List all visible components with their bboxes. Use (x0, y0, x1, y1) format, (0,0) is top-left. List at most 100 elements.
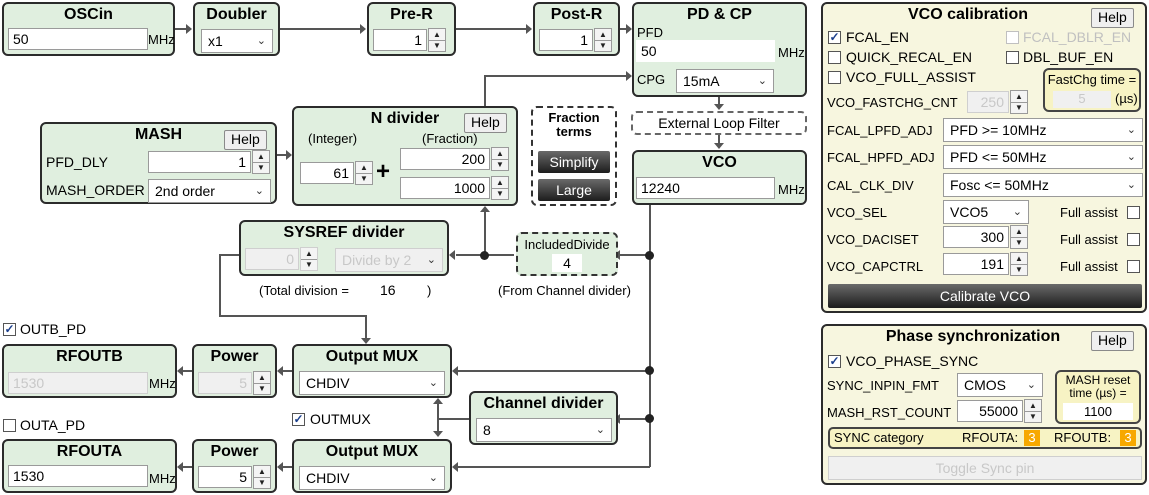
fraction-terms-title-2: terms (556, 124, 592, 139)
fcal-en-checkbox[interactable]: ✓ (828, 30, 841, 44)
outb-pd-label: OUTB_PD (20, 321, 87, 337)
sync-inpin-fmt-select[interactable]: CMOS ⌄ (957, 373, 1043, 397)
daciset-label: VCO_DACISET (827, 232, 919, 247)
pre-r-spinner[interactable]: ▲▼ (428, 28, 446, 52)
vco-title: VCO (702, 154, 737, 171)
sync-inpin-fmt-label: SYNC_INPIN_FMT (827, 378, 939, 393)
post-r-input[interactable]: 1 (539, 29, 593, 51)
daciset-full-assist-checkbox[interactable] (1127, 233, 1140, 246)
chevron-down-icon: ⌄ (428, 377, 438, 389)
fcal-dblr-en-checkbox[interactable] (1006, 31, 1019, 44)
vco-sel-select[interactable]: VCO5 ⌄ (943, 200, 1029, 224)
pfd-dly-spinner[interactable]: ▲▼ (252, 150, 270, 174)
total-division-suffix: ) (427, 283, 432, 298)
large-button[interactable]: Large (538, 179, 610, 201)
fastchg-title: FastChg time = (1047, 72, 1137, 87)
vco-cal-help-button[interactable]: Help (1091, 8, 1134, 28)
dbl-buf-en-label: DBL_BUF_EN (1023, 49, 1114, 65)
n-integer-spinner[interactable]: ▲▼ (355, 161, 373, 185)
sync-category-label: SYNC category (834, 430, 924, 445)
outmux-checkbox[interactable]: ✓ (292, 412, 305, 426)
mux-a-select[interactable]: CHDIV ⌄ (299, 466, 445, 490)
daciset-full-assist-label: Full assist (1060, 232, 1118, 247)
capctrl-full-assist-checkbox[interactable] (1127, 260, 1140, 273)
oscin-title: OSCin (64, 6, 113, 23)
vco-sel-full-assist-checkbox[interactable] (1127, 206, 1140, 219)
post-r-title: Post-R (550, 6, 603, 23)
n-numerator-input[interactable]: 200 (400, 148, 490, 170)
oscin-input[interactable]: 50 (8, 28, 148, 50)
capctrl-spinner[interactable]: ▲▼ (1010, 252, 1028, 276)
mash-help-button[interactable]: Help (224, 130, 267, 150)
power-b-input[interactable]: 5 (198, 372, 252, 394)
cal-clk-div-select[interactable]: Fosc <= 50MHz ⌄ (943, 173, 1143, 197)
sysref-select[interactable]: Divide by 2 ⌄ (335, 248, 443, 272)
mash-rst-count-input[interactable]: 55000 (957, 400, 1023, 422)
capctrl-input[interactable]: 191 (943, 253, 1009, 275)
included-divide-label: IncludedDivide (524, 237, 610, 252)
doubler-title: Doubler (206, 6, 267, 23)
rfouta-input[interactable]: 1530 (8, 465, 148, 487)
vco-block: VCO 12240 MHz (632, 150, 807, 205)
toggle-sync-pin-button[interactable]: Toggle Sync pin (828, 456, 1142, 480)
rfouta-unit: MHz (149, 471, 176, 486)
power-a-input[interactable]: 5 (198, 466, 252, 488)
fastchg-cnt-input[interactable]: 250 (967, 91, 1009, 113)
outa-pd-checkbox[interactable] (3, 419, 16, 432)
sysref-input[interactable]: 0 (245, 248, 299, 270)
pfd-input[interactable]: 50 (636, 40, 775, 62)
quick-recal-en-checkbox[interactable] (828, 51, 841, 64)
plus-sign: + (376, 158, 391, 185)
loop-filter-label: External Loop Filter (658, 115, 780, 131)
rfoutb-input[interactable]: 1530 (8, 372, 148, 394)
included-divide-value: 4 (552, 254, 582, 272)
integer-label: (Integer) (308, 131, 358, 146)
vco-phase-sync-checkbox[interactable]: ✓ (828, 354, 841, 368)
cpg-select[interactable]: 15mA ⌄ (676, 69, 774, 93)
dbl-buf-en-checkbox[interactable] (1006, 51, 1019, 64)
mux-b-select[interactable]: CHDIV ⌄ (299, 371, 445, 395)
n-denominator-spinner[interactable]: ▲▼ (491, 176, 509, 200)
doubler-select[interactable]: x1 ⌄ (201, 29, 273, 53)
mash-reset-box: MASH reset time (µs) = 1100 (1055, 370, 1141, 424)
mash-rst-count-spinner[interactable]: ▲▼ (1024, 399, 1042, 423)
fcal-hpfd-select[interactable]: PFD <= 50MHz ⌄ (943, 145, 1143, 169)
phase-sync-help-button[interactable]: Help (1091, 331, 1134, 351)
post-r-spinner[interactable]: ▲▼ (594, 28, 612, 52)
rfoutb-category-badge: 3 (1120, 430, 1136, 446)
vco-input[interactable]: 12240 (636, 177, 775, 199)
vco-calibration-panel: VCO calibration Help ✓ FCAL_EN FCAL_DBLR… (821, 2, 1147, 313)
mux-b-block: Output MUX CHDIV ⌄ (292, 344, 452, 398)
phase-sync-panel: Phase synchronization Help ✓ VCO_PHASE_S… (821, 324, 1147, 485)
n-integer-input[interactable]: 61 (300, 162, 354, 184)
n-denominator-input[interactable]: 1000 (400, 177, 490, 199)
mux-b-value: CHDIV (306, 375, 350, 391)
power-b-spinner[interactable]: ▲▼ (253, 371, 271, 395)
rfoutb-unit: MHz (149, 376, 176, 391)
chdiv-select[interactable]: 8 ⌄ (476, 418, 612, 442)
mash-order-label: MASH_ORDER (46, 182, 145, 198)
outb-pd-checkbox[interactable]: ✓ (3, 322, 16, 336)
power-a-spinner[interactable]: ▲▼ (253, 465, 271, 489)
n-divider-help-button[interactable]: Help (464, 113, 507, 133)
daciset-spinner[interactable]: ▲▼ (1010, 225, 1028, 249)
vco-full-assist-checkbox[interactable] (828, 71, 841, 84)
vco-cal-title: VCO calibration (907, 6, 1029, 23)
pre-r-input[interactable]: 1 (373, 29, 427, 51)
mash-reset-title: MASH reset time (µs) = (1065, 373, 1131, 400)
pfd-dly-input[interactable]: 1 (148, 151, 251, 173)
calibrate-vco-button[interactable]: Calibrate VCO (828, 284, 1142, 308)
mash-order-select[interactable]: 2nd order ⌄ (148, 179, 271, 203)
chdiv-value: 8 (483, 422, 491, 438)
pfd-dly-label: PFD_DLY (46, 154, 108, 170)
simplify-button[interactable]: Simplify (538, 151, 610, 173)
doubler-block: Doubler x1 ⌄ (193, 2, 280, 56)
n-numerator-spinner[interactable]: ▲▼ (491, 147, 509, 171)
fcal-lpfd-select[interactable]: PFD >= 10MHz ⌄ (943, 118, 1143, 142)
chevron-down-icon: ⌄ (1026, 379, 1036, 391)
sysref-spinner[interactable]: ▲▼ (300, 247, 318, 271)
vco-sel-value: VCO5 (950, 204, 989, 220)
fastchg-cnt-spinner[interactable]: ▲▼ (1010, 90, 1028, 114)
rfouta-block: RFOUTA 1530 MHz (2, 439, 177, 493)
daciset-input[interactable]: 300 (943, 226, 1009, 248)
